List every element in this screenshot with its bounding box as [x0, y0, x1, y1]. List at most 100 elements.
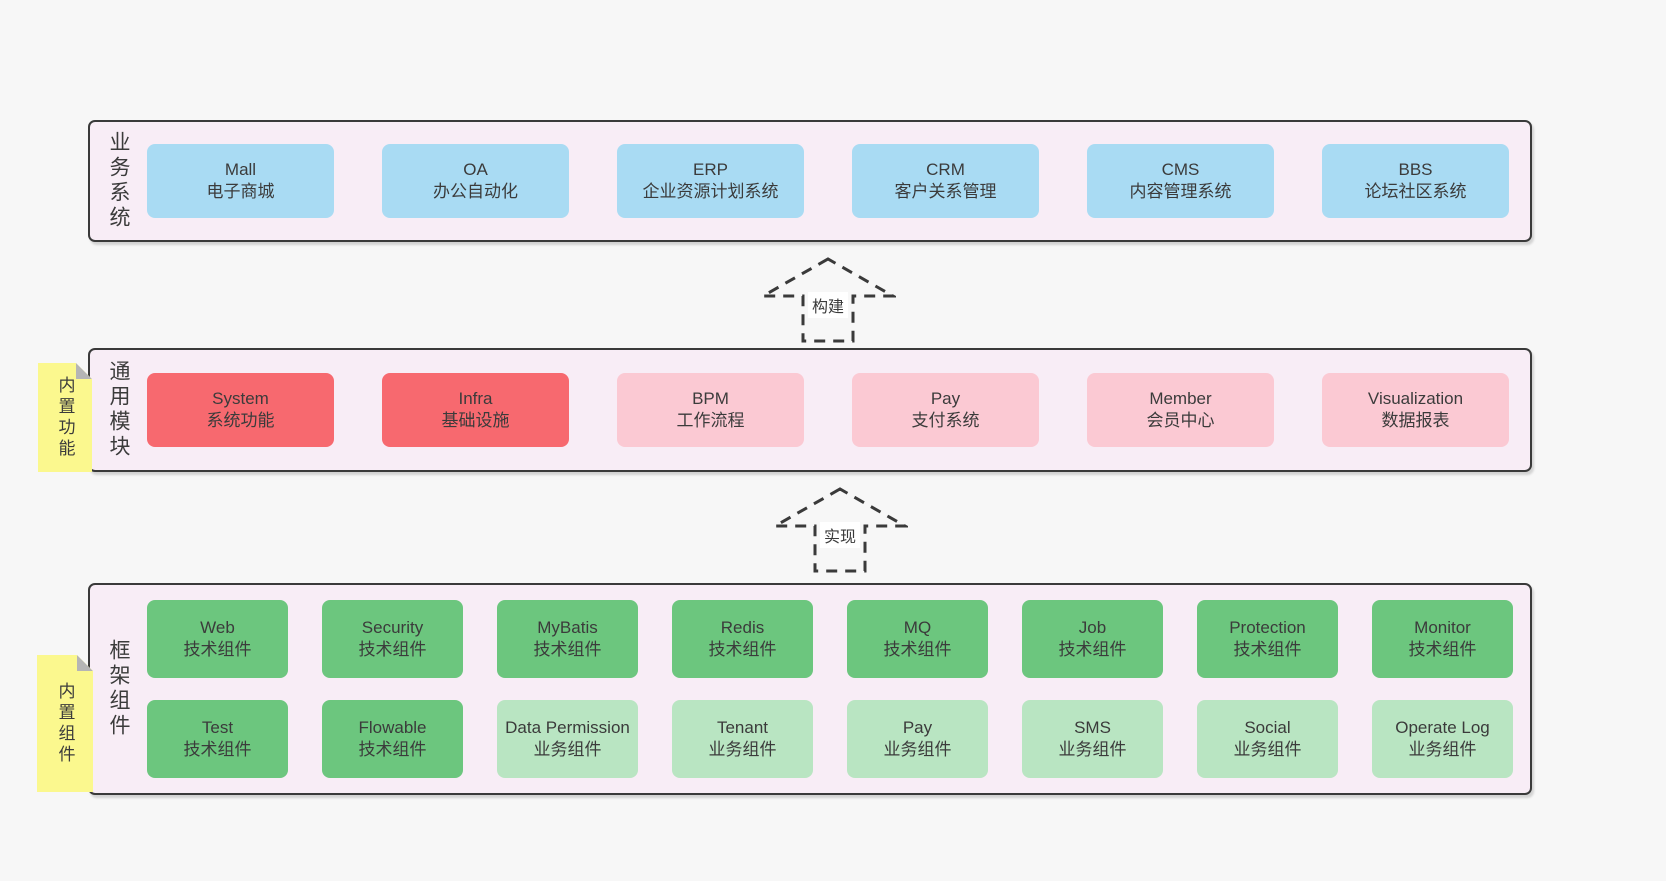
box-title: Member — [1149, 388, 1212, 408]
box-subtitle: 技术组件 — [358, 740, 427, 759]
box-title: OA — [463, 159, 488, 179]
box-subtitle: 数据报表 — [1381, 411, 1450, 430]
box-operate-log: Operate Log 业务组件 — [1372, 700, 1513, 778]
box-subtitle: 电子商城 — [206, 182, 275, 201]
box-mq: MQ 技术组件 — [847, 600, 988, 678]
box-title: BBS — [1398, 159, 1433, 179]
box-social: Social 业务组件 — [1197, 700, 1338, 778]
box-job: Job 技术组件 — [1022, 600, 1163, 678]
arrow-implement: 实现 — [772, 486, 908, 574]
box-subtitle: 业务组件 — [883, 740, 952, 759]
box-title: Web — [200, 617, 235, 637]
box-title: System — [212, 388, 269, 408]
box-title: Pay — [930, 388, 961, 408]
box-subtitle: 业务组件 — [708, 740, 777, 759]
box-monitor: Monitor 技术组件 — [1372, 600, 1513, 678]
box-title: Protection — [1229, 617, 1306, 637]
box-subtitle: 技术组件 — [708, 640, 777, 659]
box-flowable: Flowable 技术组件 — [322, 700, 463, 778]
box-subtitle: 工作流程 — [676, 411, 745, 430]
box-title: CRM — [926, 159, 965, 179]
box-title: MQ — [903, 617, 932, 637]
box-title: Pay — [902, 717, 933, 737]
box-member: Member 会员中心 — [1087, 373, 1274, 447]
dashed-up-arrow-icon — [760, 257, 896, 343]
box-subtitle: 技术组件 — [533, 640, 602, 659]
box-subtitle: 企业资源计划系统 — [642, 182, 779, 201]
box-subtitle: 业务组件 — [533, 740, 602, 759]
arrow-build: 构建 — [760, 256, 896, 344]
box-test: Test 技术组件 — [147, 700, 288, 778]
note-builtin-features: 内置功能 — [38, 363, 92, 472]
box-subtitle: 基础设施 — [441, 411, 510, 430]
note-builtin-components: 内置组件 — [37, 655, 93, 792]
box-subtitle: 业务组件 — [1408, 740, 1477, 759]
box-subtitle: 技术组件 — [1058, 640, 1127, 659]
box-title: Security — [361, 617, 424, 637]
box-subtitle: 技术组件 — [358, 640, 427, 659]
band-title-framework-components: 框架组件 — [107, 639, 130, 739]
box-tenant: Tenant 业务组件 — [672, 700, 813, 778]
box-bpm: BPM 工作流程 — [617, 373, 804, 447]
box-subtitle: 业务组件 — [1233, 740, 1302, 759]
box-subtitle: 客户关系管理 — [894, 182, 997, 201]
box-title: Social — [1244, 717, 1291, 737]
box-subtitle: 技术组件 — [183, 740, 252, 759]
box-crm: CRM 客户关系管理 — [852, 144, 1039, 218]
box-title: Visualization — [1367, 388, 1464, 408]
box-title: CMS — [1161, 159, 1200, 179]
box-title: MyBatis — [537, 617, 598, 637]
box-subtitle: 办公自动化 — [433, 182, 518, 201]
box-subtitle: 会员中心 — [1146, 411, 1215, 430]
box-subtitle: 业务组件 — [1058, 740, 1127, 759]
box-infra: Infra 基础设施 — [382, 373, 569, 447]
box-protection: Protection 技术组件 — [1197, 600, 1338, 678]
box-title: Data Permission — [505, 717, 630, 737]
box-title: Job — [1078, 617, 1107, 637]
box-mall: Mall 电子商城 — [147, 144, 334, 218]
box-subtitle: 技术组件 — [883, 640, 952, 659]
box-subtitle: 技术组件 — [1408, 640, 1477, 659]
band-title-common-modules: 通用模块 — [107, 360, 130, 460]
box-title: BPM — [692, 388, 729, 408]
box-cms: CMS 内容管理系统 — [1087, 144, 1274, 218]
box-data-permission: Data Permission 业务组件 — [497, 700, 638, 778]
box-title: Operate Log — [1395, 717, 1490, 737]
box-security: Security 技术组件 — [322, 600, 463, 678]
box-web: Web 技术组件 — [147, 600, 288, 678]
note-builtin-features-label: 内置功能 — [55, 375, 75, 460]
box-bbs: BBS 论坛社区系统 — [1322, 144, 1509, 218]
box-title: Monitor — [1414, 617, 1471, 637]
box-visualization: Visualization 数据报表 — [1322, 373, 1509, 447]
box-subtitle: 技术组件 — [183, 640, 252, 659]
box-title: Infra — [458, 388, 493, 408]
dashed-up-arrow-icon — [772, 487, 908, 573]
box-subtitle: 技术组件 — [1233, 640, 1302, 659]
box-mybatis: MyBatis 技术组件 — [497, 600, 638, 678]
box-title: Flowable — [358, 717, 427, 737]
box-pay: Pay 支付系统 — [852, 373, 1039, 447]
note-builtin-components-label: 内置组件 — [55, 681, 75, 766]
box-title: Test — [201, 717, 234, 737]
arrow-build-label: 构建 — [807, 292, 849, 318]
box-subtitle: 支付系统 — [911, 411, 980, 430]
box-title: Tenant — [716, 717, 769, 737]
box-title: Mall — [224, 159, 257, 179]
box-subtitle: 论坛社区系统 — [1364, 182, 1467, 201]
band-title-business-systems: 业务系统 — [107, 131, 130, 231]
box-subtitle: 内容管理系统 — [1129, 182, 1232, 201]
